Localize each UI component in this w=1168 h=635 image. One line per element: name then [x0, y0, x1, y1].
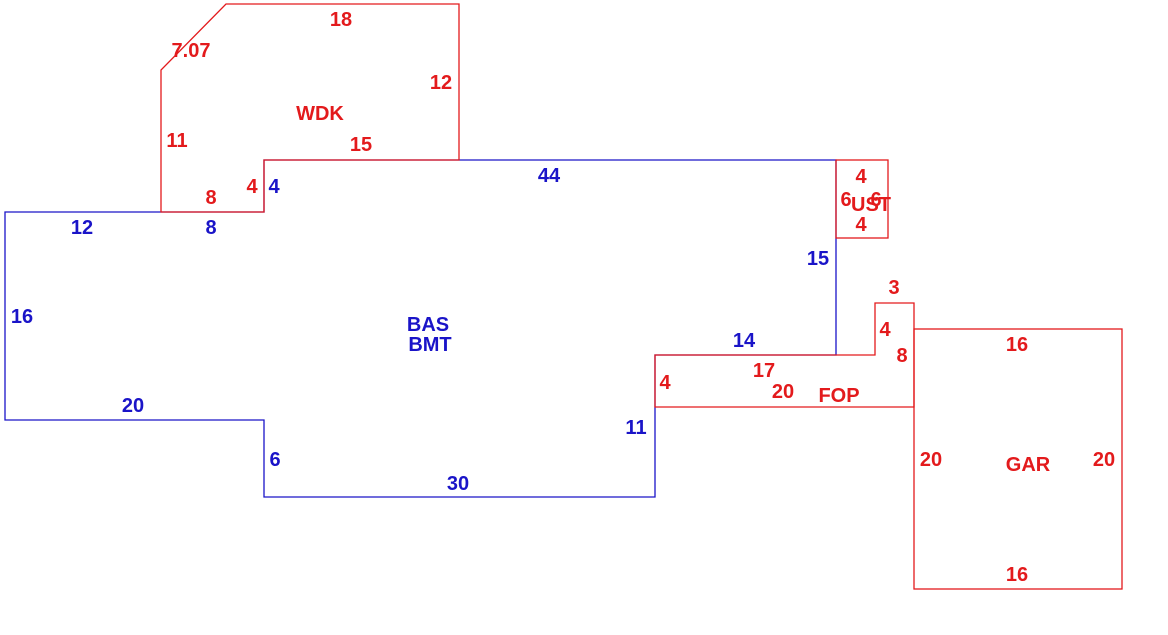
wdk-dim-diagonal: 7.07 [172, 40, 211, 62]
bas-dim-bottom: 30 [447, 473, 469, 495]
ust-dim-right: 6 [870, 189, 881, 211]
fop-area-code: FOP [818, 385, 859, 407]
wdk-dim-left: 11 [166, 130, 187, 152]
wdk-outline [160, 3, 460, 213]
bas-dim-left: 16 [11, 306, 33, 328]
wdk-dim-step-bottom: 8 [205, 187, 216, 209]
gar-dim-top: 16 [1006, 334, 1028, 356]
bas-dim-step-top: 8 [205, 217, 216, 239]
gar-dim-bottom: 16 [1006, 564, 1028, 586]
bas-area-subcode: BMT [408, 334, 451, 356]
fop-dim-bottom: 20 [772, 381, 794, 403]
fop-dim-left: 4 [659, 372, 671, 394]
fop-dim-top-small: 3 [888, 277, 899, 299]
bas-dim-lower-left: 20 [122, 395, 144, 417]
bas-dim-right: 15 [807, 248, 829, 270]
gar-dim-right: 20 [1093, 449, 1115, 471]
ust-dim-bottom: 4 [855, 214, 867, 236]
bas-dim-step-side: 6 [269, 449, 280, 471]
bas-dim-step-rise: 4 [268, 176, 280, 198]
wdk-area-code: WDK [296, 103, 344, 125]
bas-dim-top: 44 [538, 165, 561, 187]
fop-dim-top: 17 [753, 360, 775, 382]
ust-dim-top: 4 [855, 166, 867, 188]
ust-area-code: UST [851, 194, 891, 216]
bas-dim-notch-side: 11 [625, 417, 646, 439]
wdk-dim-top: 18 [330, 9, 352, 31]
gar-dim-left: 20 [920, 449, 942, 471]
ust-dim-left: 6 [840, 189, 851, 211]
bas-area-code: BAS [407, 314, 449, 336]
gar-area-code: GAR [1006, 454, 1051, 476]
wdk-dim-step-rise: 4 [246, 176, 258, 198]
fop-outline [654, 302, 915, 408]
wdk-dim-right: 12 [430, 72, 452, 94]
gar-outline [913, 328, 1123, 590]
fop-dim-right: 8 [896, 345, 907, 367]
bas-dim-notch-top: 14 [733, 330, 756, 352]
fop-dim-step: 4 [879, 319, 891, 341]
ust-outline [835, 159, 889, 239]
bas-dim-upper-left: 12 [71, 217, 93, 239]
bas-outline [4, 159, 837, 498]
wdk-dim-bottom: 15 [350, 134, 372, 156]
